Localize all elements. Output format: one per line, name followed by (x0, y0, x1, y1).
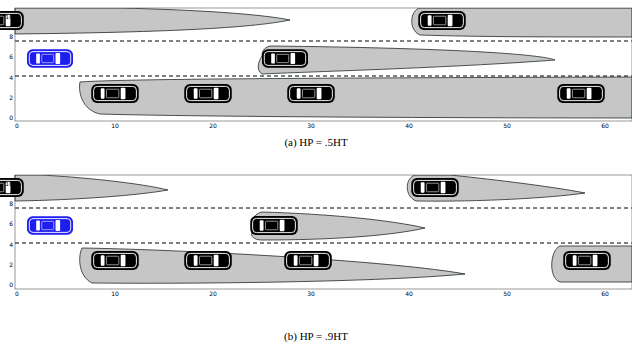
plot-frame (15, 8, 632, 121)
car-icon (557, 84, 605, 103)
lane-marking (15, 243, 632, 244)
subfigure-caption: (b) HP = .9HT (284, 331, 348, 342)
x-tick-label: 60 (601, 123, 609, 129)
car-icon (184, 251, 232, 270)
occupancy-region (258, 46, 555, 74)
y-tick-label: 2 (9, 95, 13, 101)
x-tick-label: 0 (15, 123, 19, 129)
y-tick-label: 8 (9, 34, 13, 40)
car-icon (0, 178, 24, 197)
lane-marking (15, 41, 632, 42)
y-tick-label: 4 (9, 75, 13, 81)
car-icon (411, 178, 459, 197)
ego-car-icon (27, 216, 73, 234)
y-tick-label: 10 (5, 14, 13, 20)
car-icon (284, 251, 332, 270)
ego-car-icon (27, 49, 73, 67)
y-tick-label: 0 (9, 115, 13, 121)
x-tick-label: 40 (405, 291, 413, 297)
y-tick-label: 0 (9, 282, 13, 288)
car-icon (418, 11, 466, 30)
x-tick-label: 50 (503, 291, 511, 297)
lane-marking (15, 208, 632, 209)
occupancy-region (552, 246, 632, 282)
plot-frame (15, 175, 632, 289)
x-tick-label: 10 (111, 291, 119, 297)
y-tick-label: 8 (9, 201, 13, 207)
x-tick-label: 10 (111, 123, 119, 129)
car-icon (0, 11, 24, 30)
y-tick-label: 2 (9, 262, 13, 268)
x-tick-label: 30 (307, 123, 315, 129)
occupancy-region (407, 175, 585, 201)
x-tick-label: 40 (405, 123, 413, 129)
car-icon (91, 84, 139, 103)
x-tick-label: 30 (307, 291, 315, 297)
occupancy-region (412, 8, 632, 37)
y-tick-label: 6 (9, 54, 13, 60)
occupancy-region (80, 77, 632, 118)
y-tick-label: 10 (5, 181, 13, 187)
x-tick-label: 0 (15, 291, 19, 297)
car-icon (250, 216, 298, 235)
car-icon (287, 84, 335, 103)
y-tick-label: 6 (9, 221, 13, 227)
car-icon (563, 251, 611, 270)
x-tick-label: 20 (209, 123, 217, 129)
car-icon (91, 251, 139, 270)
lane-marking (15, 76, 632, 77)
x-tick-label: 50 (503, 123, 511, 129)
x-tick-label: 20 (209, 291, 217, 297)
occupancy-region (15, 8, 290, 34)
x-tick-label: 60 (601, 291, 609, 297)
car-icon (184, 84, 232, 103)
car-icon (262, 49, 308, 67)
occupancy-region (80, 248, 465, 283)
occupancy-region (15, 175, 168, 201)
subfigure-caption: (a) HP = .5HT (284, 137, 347, 148)
y-tick-label: 4 (9, 242, 13, 248)
